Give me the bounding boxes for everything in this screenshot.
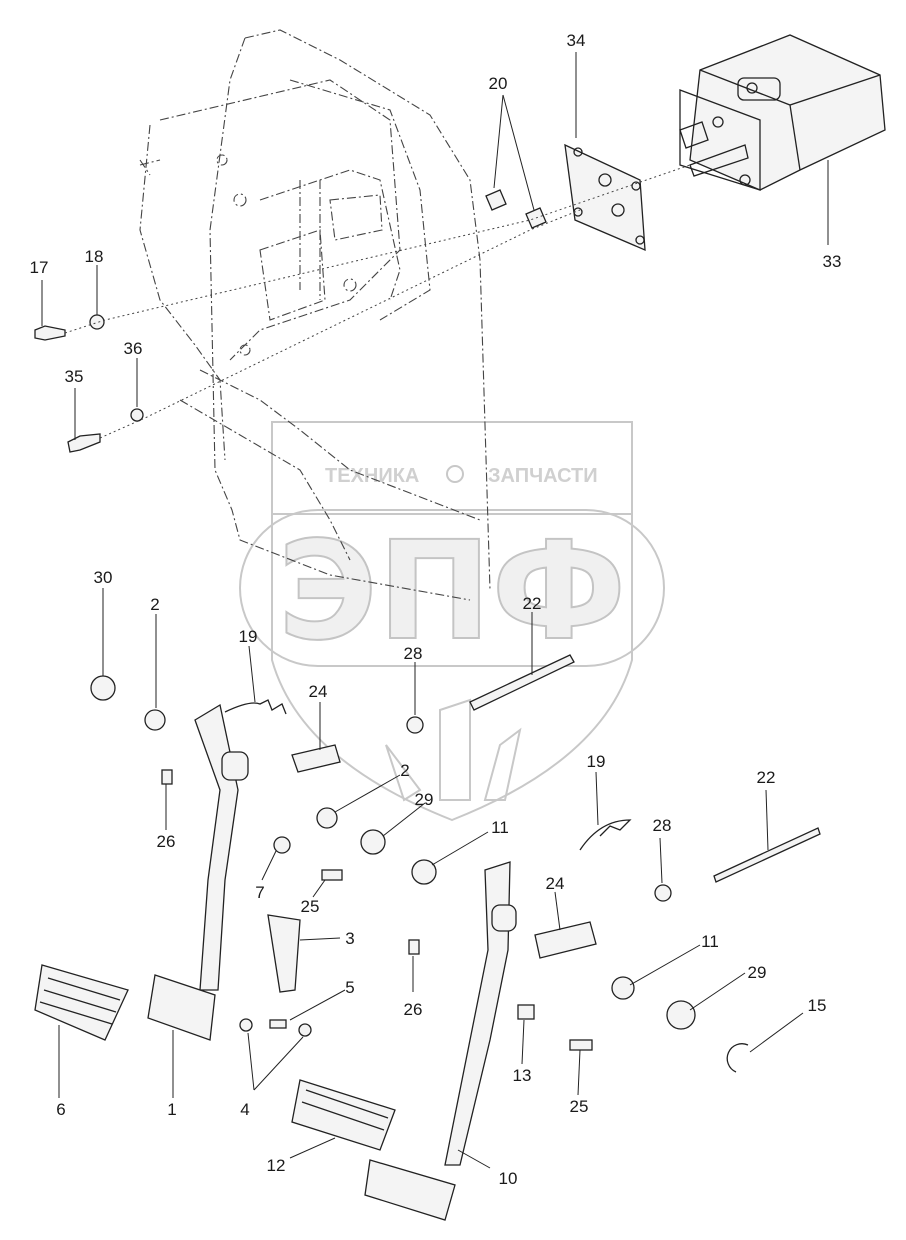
callout-12: 12	[267, 1156, 286, 1175]
callout-33: 33	[823, 252, 842, 271]
callout-29b: 29	[748, 963, 767, 982]
watermark: ТЕХНИКА ЗАПЧАСТИ ЭПФ	[239, 421, 665, 822]
clip-26b	[408, 939, 420, 955]
washer-29a	[360, 829, 386, 855]
callout-18: 18	[85, 247, 104, 266]
pedal-rubber-pad-6	[34, 964, 129, 1041]
washer-4a	[239, 1018, 253, 1032]
bushing-13	[517, 1004, 535, 1020]
callout-35: 35	[65, 367, 84, 386]
nut-18	[89, 314, 105, 330]
master-cylinder	[679, 34, 886, 191]
bushing-11b	[611, 976, 635, 1000]
callout-36: 36	[124, 339, 143, 358]
clutch-pedal-arm	[194, 703, 249, 991]
callout-20: 20	[489, 74, 508, 93]
callout-34: 34	[567, 31, 586, 50]
callout-3: 3	[345, 929, 354, 948]
pin-25b	[569, 1039, 593, 1051]
callout-24a: 24	[309, 682, 328, 701]
callout-26b: 26	[404, 1000, 423, 1019]
pushrod-22b	[713, 827, 821, 883]
gear-icon	[446, 465, 464, 483]
plate-3	[267, 914, 301, 993]
callout-24b: 24	[546, 874, 565, 893]
callout-19a: 19	[239, 627, 258, 646]
callout-7: 7	[255, 883, 264, 902]
wheat-emblem-icon	[385, 698, 522, 802]
watermark-text-left: ТЕХНИКА	[325, 465, 419, 487]
callout-29a: 29	[415, 790, 434, 809]
bushing-2a	[144, 709, 166, 731]
mounting-bolt-17	[34, 325, 66, 341]
brake-pedal-arm	[444, 861, 517, 1166]
washer-36	[130, 408, 144, 422]
callout-15: 15	[808, 996, 827, 1015]
callout-28a: 28	[404, 644, 423, 663]
pin-5	[269, 1019, 287, 1029]
callout-19b: 19	[587, 752, 606, 771]
callout-25a: 25	[301, 897, 320, 916]
clevis-24a	[291, 744, 341, 773]
clip-26a	[161, 769, 173, 785]
callout-28b: 28	[653, 816, 672, 835]
watermark-logo: ЭПФ	[278, 513, 627, 671]
callout-10: 10	[499, 1169, 518, 1188]
seal-30	[90, 675, 116, 701]
callout-30: 30	[94, 568, 113, 587]
mounting-bolt-35	[67, 433, 101, 453]
callout-1: 1	[167, 1100, 176, 1119]
pedal-support-bracket	[139, 29, 491, 601]
callout-11a: 11	[491, 818, 509, 837]
brake-pedal-pad-10	[364, 1159, 456, 1221]
callout-labels: 34 20 33 17 18 36 35 30 2 19 24 28 22 2 …	[30, 31, 842, 1188]
bushing-2b	[316, 807, 338, 829]
bushing-11a	[411, 859, 437, 885]
callout-11b: 11	[701, 932, 719, 951]
callout-13: 13	[513, 1066, 532, 1085]
return-spring-19b	[579, 819, 632, 851]
clutch-pedal-pad-1	[147, 974, 216, 1041]
pedal-rubber-pad-12	[291, 1079, 396, 1151]
callout-26a: 26	[157, 832, 176, 851]
callout-17: 17	[30, 258, 49, 277]
pushrod-22a	[469, 654, 575, 711]
circlip-15	[726, 1043, 749, 1073]
nut-28b	[654, 884, 672, 902]
leader-lines	[41, 52, 829, 1169]
washer-29b	[666, 1000, 696, 1030]
callout-5: 5	[345, 978, 354, 997]
watermark-text-right: ЗАПЧАСТИ	[488, 465, 598, 487]
callout-4: 4	[240, 1100, 249, 1119]
nut-28a	[406, 716, 424, 734]
clevis-24b	[534, 921, 597, 959]
callout-25b: 25	[570, 1097, 589, 1116]
sleeve-7	[273, 836, 291, 854]
return-spring-19a	[224, 699, 287, 715]
callout-2b: 2	[400, 761, 409, 780]
callout-6: 6	[56, 1100, 65, 1119]
pin-25a	[321, 869, 343, 881]
callout-22b: 22	[757, 768, 776, 787]
gasket	[564, 143, 646, 252]
callout-22a: 22	[523, 594, 542, 613]
callout-2a: 2	[150, 595, 159, 614]
brake-line-fittings	[485, 189, 547, 229]
washer-4b	[298, 1023, 312, 1037]
